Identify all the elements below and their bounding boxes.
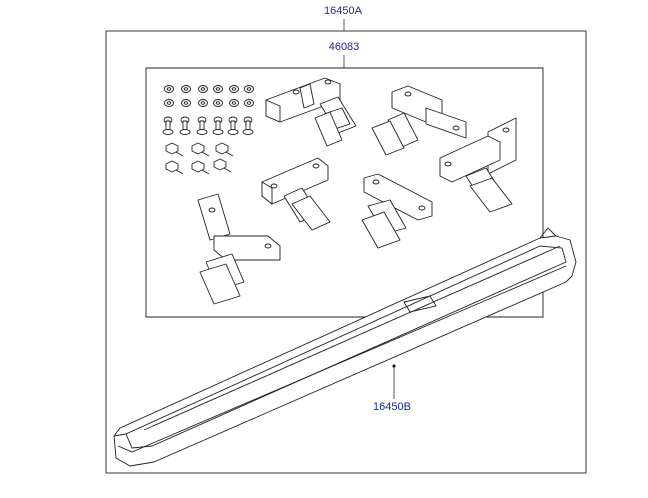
callout-step-board[interactable]: 16450B bbox=[373, 401, 411, 413]
step-board bbox=[113, 227, 577, 467]
bracket-kit-frame bbox=[145, 67, 544, 318]
callout-bracket-kit[interactable]: 46083 bbox=[329, 41, 360, 53]
hex-bolt-group bbox=[165, 142, 234, 175]
assembly-frame bbox=[105, 30, 587, 474]
callout-assembly[interactable]: 16450A bbox=[324, 5, 363, 17]
bracket-3 bbox=[439, 117, 517, 213]
bolt-group bbox=[162, 116, 254, 135]
bracket-5 bbox=[361, 173, 433, 249]
bracket-4 bbox=[261, 157, 331, 231]
leader-dot bbox=[392, 364, 396, 368]
bracket-6 bbox=[197, 193, 281, 305]
step-board-tread-ribs bbox=[143, 245, 561, 431]
bracket-2 bbox=[371, 85, 467, 156]
nut-group bbox=[164, 85, 254, 107]
bracket-1 bbox=[265, 77, 357, 147]
tread-rib bbox=[541, 245, 561, 255]
